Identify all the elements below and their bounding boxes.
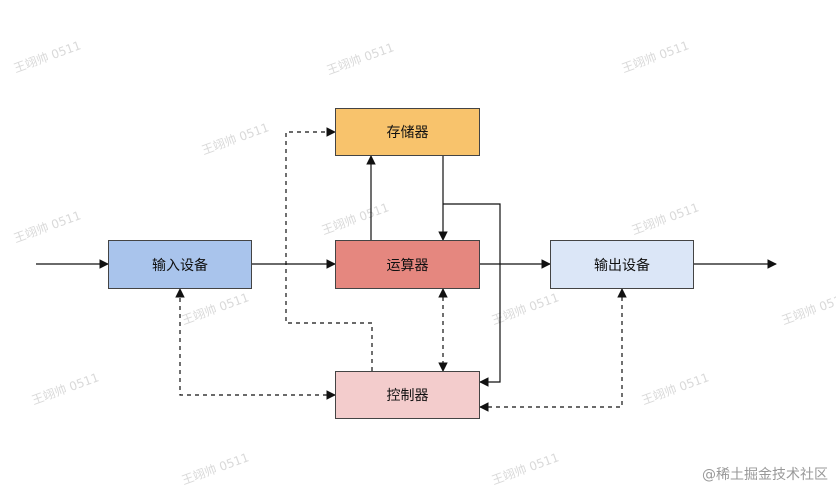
control-to-output-dashed bbox=[479, 288, 627, 412]
control-to-input-dashed bbox=[175, 288, 336, 400]
memory-to-control-arrow bbox=[443, 203, 501, 387]
control-node: 控制器 bbox=[335, 371, 480, 419]
memory-label: 存储器 bbox=[386, 125, 429, 141]
control-label: 控制器 bbox=[386, 388, 429, 404]
control-to-memory-dashed bbox=[285, 127, 373, 371]
alu-node: 运算器 bbox=[335, 240, 480, 289]
output-device-node: 输出设备 bbox=[550, 240, 694, 289]
alu-label: 运算器 bbox=[386, 257, 429, 274]
input-device-node: 输入设备 bbox=[108, 240, 252, 289]
input-device-label: 输入设备 bbox=[152, 257, 208, 274]
output-device-label: 输出设备 bbox=[594, 257, 650, 274]
memory-node: 存储器 bbox=[335, 108, 480, 156]
site-credit: @稀土掘金技术社区 bbox=[702, 467, 828, 483]
